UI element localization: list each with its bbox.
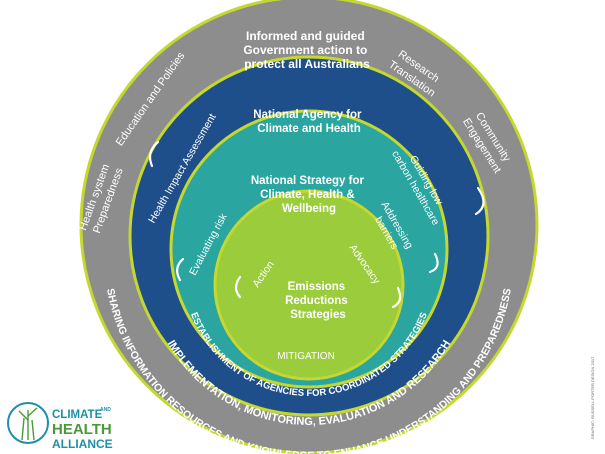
curved-arrow-icon bbox=[428, 252, 439, 274]
navy-title: National Agency for Climate and Health bbox=[253, 109, 364, 135]
curved-arrow-icon bbox=[234, 275, 242, 299]
teal-title: National Strategy for Climate, Health & … bbox=[251, 175, 367, 215]
curved-arrow-icon bbox=[176, 257, 185, 282]
core-bottom-label: MITIGATION bbox=[277, 351, 335, 362]
logo-line-3: ALLIANCE bbox=[52, 437, 113, 451]
green-core bbox=[213, 189, 405, 381]
logo-line-1: CLIMATE bbox=[52, 409, 103, 421]
logo-line-1-sup: AND bbox=[100, 407, 111, 413]
logo-tree-icon bbox=[7, 402, 49, 444]
core-title: Emissions Reductions Strategies bbox=[285, 281, 351, 321]
logo-line-2: HEALTH bbox=[52, 421, 112, 438]
outer-top-text: Informed and guided Government action to… bbox=[243, 29, 370, 71]
climate-health-alliance-logo: CLIMATE AND HEALTH ALLIANCE bbox=[7, 402, 113, 451]
curved-arrow-icon bbox=[148, 140, 160, 168]
curved-arrow-icon bbox=[391, 286, 402, 309]
curved-arrow-icons bbox=[148, 140, 485, 309]
curved-arrow-icon bbox=[474, 186, 485, 216]
graphic-credit: GRAPHIC: RUSSELL PORTER DESIGN 2017 bbox=[590, 356, 595, 439]
